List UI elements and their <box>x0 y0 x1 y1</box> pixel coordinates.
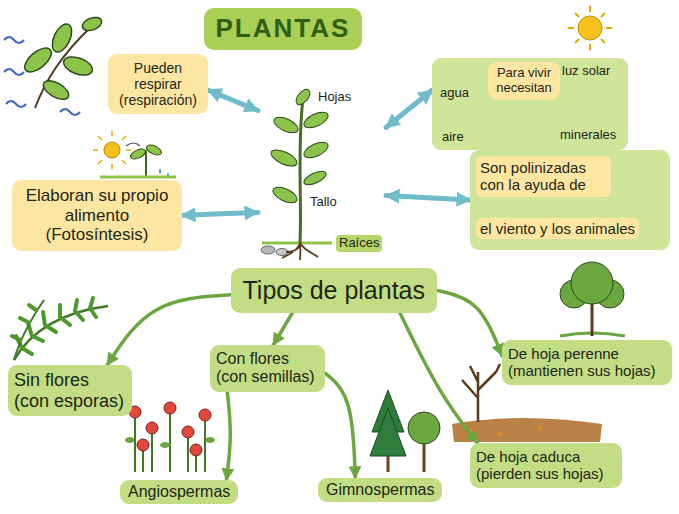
connector-arrow <box>325 373 355 478</box>
central-plant-part <box>262 242 332 245</box>
title-box: PLANTAS <box>204 8 363 50</box>
connector-arrow <box>208 90 258 110</box>
fern-icon-part <box>14 300 44 360</box>
connector-arrow <box>182 213 258 216</box>
roses-icon-part <box>146 422 158 434</box>
central-plant-part <box>269 147 299 170</box>
breathing-leaves-part <box>6 101 26 107</box>
node-text: aire <box>442 130 464 145</box>
pollination-region: Son polinizadas con la ayuda de el viento… <box>470 150 670 250</box>
type-box: De hoja caduca (pierden sus hojas) <box>470 443 622 488</box>
breathing-leaves-part <box>81 15 104 33</box>
needs-region: agua aire luz solar minerales Para vivir nec… <box>432 58 628 150</box>
node-text: Para vivir necesitan <box>493 66 555 96</box>
node-text: luz solar <box>562 64 610 79</box>
roses-icon-part <box>164 402 176 414</box>
node-text: el viento y los animales <box>476 218 639 239</box>
central-plant-part <box>300 98 303 243</box>
gymnosperm-trees <box>370 390 440 472</box>
roses-icon-part <box>135 408 205 472</box>
type-box: Angiospermas <box>120 480 238 504</box>
type-box: Gimnospermas <box>318 478 442 502</box>
gymnosperm-trees-part <box>370 408 406 456</box>
photosynthesis-icon-part <box>145 150 147 176</box>
central-plant-part <box>293 87 312 107</box>
photosynthesis-icon-part <box>145 143 163 157</box>
node-text: Raíces <box>336 235 382 252</box>
roses-icon <box>125 402 215 472</box>
roses-icon-part <box>160 442 170 448</box>
photosynthesis-icon <box>93 131 176 178</box>
central-plant-part <box>282 243 318 260</box>
evergreen-tree <box>560 262 625 336</box>
deciduous-tree-part <box>538 426 542 430</box>
concept-box: Para vivir necesitan <box>488 62 560 100</box>
photosynthesis-icon-part <box>100 176 176 179</box>
type-box: De hoja perenne (mantienen sus hojas) <box>502 340 672 385</box>
connector-arrow <box>400 313 478 443</box>
breathing-leaves-part <box>60 109 80 115</box>
node-text: minerales <box>560 128 616 143</box>
concept-box: Pueden respirar (respiración) <box>108 54 208 114</box>
central-plant-part <box>261 246 275 254</box>
deciduous-tree-part <box>498 432 502 436</box>
breathing-leaves-part <box>40 77 71 103</box>
plant-figure: HojasTalloRaíces <box>258 85 386 255</box>
roses-icon-part <box>137 439 149 451</box>
node-text: agua <box>440 86 469 101</box>
central-plant <box>261 87 332 260</box>
fern-icon-part <box>12 305 36 340</box>
node-text: Son polinizadas con la ayuda de <box>476 156 611 197</box>
photosynthesis-icon-part <box>126 143 140 146</box>
central-plant-part <box>302 139 331 161</box>
connector-arrow <box>386 90 432 127</box>
concept-box: Elaboran su propio alimento (Fotosíntesi… <box>12 180 182 251</box>
evergreen-tree-part <box>591 300 594 336</box>
central-plant-part <box>272 114 301 136</box>
connector-arrow <box>437 290 502 355</box>
node-text: Hojas <box>318 90 351 105</box>
roses-icon-part <box>190 444 202 456</box>
type-box: Con flores (con semillas) <box>210 345 325 392</box>
connector-arrow <box>386 196 470 201</box>
breathing-leaves-part <box>48 21 75 55</box>
breathing-leaves-part <box>4 69 24 75</box>
roses-icon-part <box>125 437 135 443</box>
connector-arrow <box>226 392 230 480</box>
node-text: De hoja perenne (mantienen sus hojas) <box>508 345 666 380</box>
central-plant-part <box>302 168 328 187</box>
node-text: Tipos de plantas <box>243 276 426 305</box>
connector-arrow <box>273 313 292 345</box>
needs-icons-part <box>578 16 602 40</box>
node-text: Con flores (con semillas) <box>216 350 319 387</box>
roses-icon-part <box>182 426 194 438</box>
deciduous-tree-part <box>462 364 500 422</box>
breathing-leaves-part <box>61 53 95 78</box>
photosynthesis-icon-part <box>129 147 147 161</box>
type-box: Sin flores (con esporas) <box>8 365 132 416</box>
photosynthesis-icon-part <box>93 131 131 169</box>
photosynthesis-icon-part <box>104 142 120 158</box>
breathing-leaves-part <box>4 37 24 43</box>
breathing-leaves-part <box>21 44 56 77</box>
node-text: Pueden respirar (respiración) <box>115 60 201 108</box>
roses-icon-part <box>199 409 211 421</box>
central-plant-part <box>302 109 331 131</box>
node-text: Elaboran su propio alimento (Fotosíntesi… <box>19 186 175 245</box>
title: PLANTAS <box>216 14 351 44</box>
node-text: Gimnospermas <box>326 481 434 499</box>
evergreen-tree-part <box>571 262 613 304</box>
fern-icon <box>12 298 108 360</box>
central-topic: Tipos de plantas <box>231 268 438 313</box>
breathing-leaves <box>4 15 103 115</box>
node-text: Sin flores (con esporas) <box>14 370 126 411</box>
node-text: Angiospermas <box>128 483 230 501</box>
central-plant-part <box>271 184 300 206</box>
node-text: Tallo <box>310 195 337 210</box>
node-text: De hoja caduca (pierden sus hojas) <box>476 448 616 483</box>
needs-icons-part <box>568 6 612 50</box>
roses-icon-part <box>205 437 215 443</box>
gymnosperm-trees-part <box>408 412 440 444</box>
